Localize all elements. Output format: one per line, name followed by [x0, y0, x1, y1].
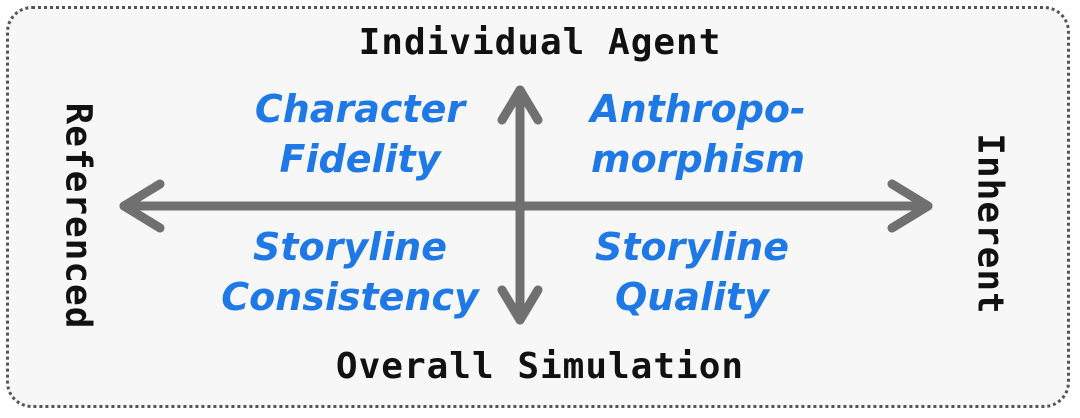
quadrant-line: Fidelity	[279, 137, 441, 181]
quadrant-line: Consistency	[221, 275, 479, 319]
axis-label-top: Individual Agent	[358, 22, 722, 63]
quadrant-storyline-quality: Storyline Quality	[542, 222, 842, 322]
quadrant-line: Character	[254, 87, 466, 131]
left-arrowhead	[119, 179, 165, 233]
right-arrowhead	[887, 179, 933, 233]
axis-label-bottom: Overall Simulation	[335, 346, 745, 387]
down-arrowhead	[497, 285, 543, 325]
quadrant-anthropomorphism: Anthropo- morphism	[548, 84, 848, 184]
quadrant-storyline-consistency: Storyline Consistency	[200, 222, 500, 322]
axis-label-right: Inherent	[969, 133, 1011, 315]
quadrant-line: Anthropo-	[590, 87, 806, 131]
quadrant-character-fidelity: Character Fidelity	[210, 84, 510, 184]
quadrant-line: Storyline	[594, 225, 790, 269]
quadrant-line: morphism	[591, 137, 805, 181]
quadrant-line: Storyline	[252, 225, 448, 269]
quadrant-line: Quality	[615, 275, 769, 319]
axis-label-left: Referenced	[57, 102, 99, 330]
up-arrowhead	[497, 85, 543, 125]
